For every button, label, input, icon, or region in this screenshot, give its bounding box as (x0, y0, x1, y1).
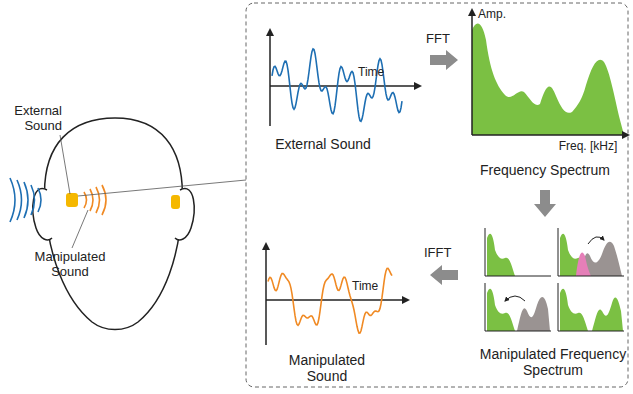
leader-line (60, 135, 246, 248)
frequency-spectrum (472, 23, 624, 135)
manipulated-sound-waves (84, 185, 106, 215)
time-axis (270, 30, 420, 126)
axis-label: Time (358, 66, 398, 80)
time-axis (266, 244, 408, 345)
dashed-frame (246, 3, 628, 387)
manipulated-spectra (485, 228, 624, 331)
panel-caption: Manipulated Frequency Spectrum (478, 346, 628, 378)
head (33, 118, 194, 330)
panel-caption: Frequency Spectrum (470, 162, 620, 178)
axis-label: Time (352, 280, 392, 294)
spectrum-axis (472, 10, 628, 135)
axis-label: Amp. (478, 8, 518, 22)
transform-label: FFT (426, 32, 466, 47)
ifft-arrow (430, 265, 458, 285)
axis-label: Freq. [kHz] (548, 140, 628, 154)
fft-arrow (430, 50, 458, 70)
manipulated-waveform (268, 268, 392, 333)
panel-caption: External Sound (268, 136, 378, 152)
panel-caption: Manipulated Sound (272, 352, 382, 384)
transform-label: IFFT (424, 246, 464, 261)
down-arrow (534, 190, 556, 217)
sound-label: Manipulated Sound (30, 250, 110, 280)
sound-label: External Sound (0, 104, 62, 134)
external-sound-waves (10, 178, 41, 222)
external-waveform (272, 49, 402, 122)
